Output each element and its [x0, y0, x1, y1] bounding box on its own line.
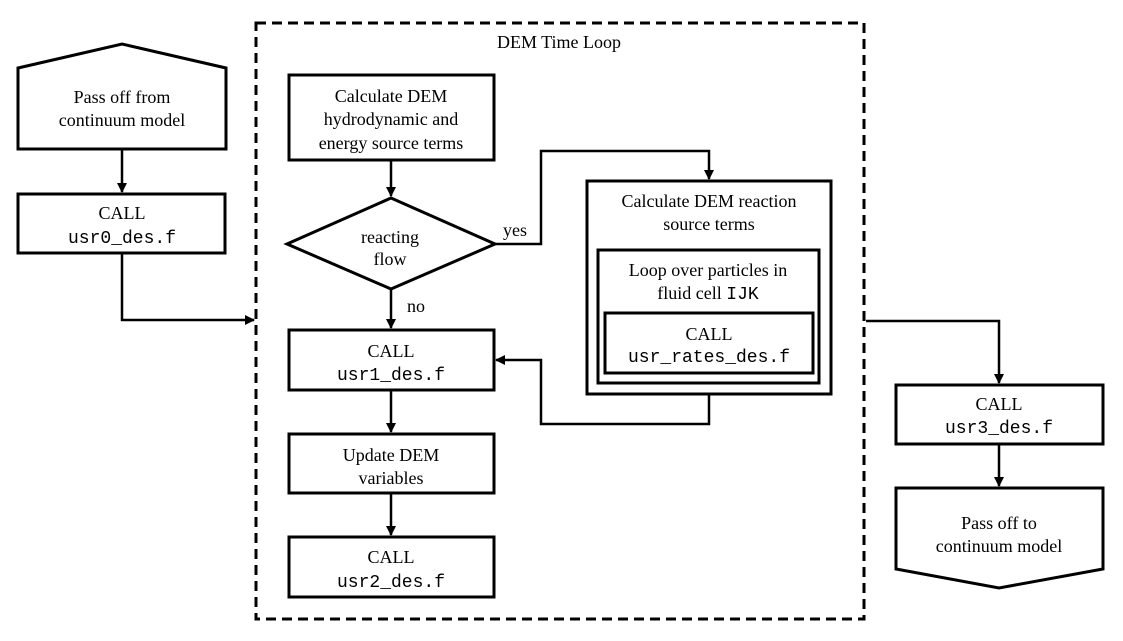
- update-line-1: Update DEM: [343, 445, 439, 465]
- usr2-call-box: CALL usr2_des.f: [287, 535, 496, 599]
- usr2-file-label: usr2_des.f: [337, 573, 445, 593]
- end-line-2: continuum model: [936, 536, 1062, 556]
- usr1-call-box: CALL usr1_des.f: [287, 328, 496, 392]
- update-line-2: variables: [359, 468, 424, 488]
- usr3-call-box: CALL usr3_des.f: [894, 383, 1105, 446]
- particle-loop-prefix: fluid cell: [657, 283, 726, 303]
- usr0-call-label: CALL: [99, 203, 146, 223]
- start-node: Pass off from continuum model: [16, 42, 228, 151]
- particle-loop-line-2: fluid cell IJK: [657, 283, 759, 305]
- usr3-call-label: CALL: [976, 394, 1023, 414]
- no-label: no: [407, 296, 425, 316]
- reacting-flow-decision: reacting flow: [283, 196, 499, 291]
- start-line-2: continuum model: [59, 110, 185, 130]
- yes-label: yes: [503, 220, 527, 240]
- dem-time-loop-boundary: [254, 21, 866, 621]
- decision-line-1: reacting: [361, 227, 419, 247]
- usr1-file-label: usr1_des.f: [337, 366, 445, 386]
- calc-hydro-box: Calculate DEM hydrodynamic and energy so…: [287, 73, 496, 162]
- usr0-file-label: usr0_des.f: [68, 229, 176, 249]
- arrow-reaction-to-usr1: [495, 355, 711, 426]
- usr1-call-label: CALL: [368, 341, 415, 361]
- arrow-yes-to-reaction: [495, 149, 714, 246]
- loop-title: DEM Time Loop: [497, 32, 621, 52]
- arrow-usr0-to-loop: [120, 253, 255, 325]
- usr3-file-label: usr3_des.f: [945, 419, 1053, 439]
- calc-hydro-line-2: hydrodynamic and: [324, 109, 458, 129]
- particle-loop-line-1: Loop over particles in: [629, 260, 787, 280]
- reaction-line-2: source terms: [663, 214, 754, 234]
- arrow-loop-to-usr3: [866, 319, 1004, 384]
- usr-rates-call-label: CALL: [686, 324, 733, 344]
- calc-hydro-line-1: Calculate DEM: [335, 86, 447, 106]
- reaction-line-1: Calculate DEM reaction: [622, 191, 797, 211]
- usr2-call-label: CALL: [368, 547, 415, 567]
- usr-rates-call-box: CALL usr_rates_des.f: [603, 311, 815, 375]
- particle-loop-code: IJK: [726, 285, 759, 305]
- usr0-call-box: CALL usr0_des.f: [16, 192, 227, 255]
- start-line-1: Pass off from: [74, 87, 171, 107]
- calc-hydro-line-3: energy source terms: [319, 133, 464, 153]
- end-line-1: Pass off to: [961, 513, 1037, 533]
- update-dem-box: Update DEM variables: [287, 432, 496, 495]
- decision-line-2: flow: [374, 249, 407, 269]
- end-node: Pass off to continuum model: [894, 486, 1105, 590]
- usr-rates-file-label: usr_rates_des.f: [628, 348, 790, 368]
